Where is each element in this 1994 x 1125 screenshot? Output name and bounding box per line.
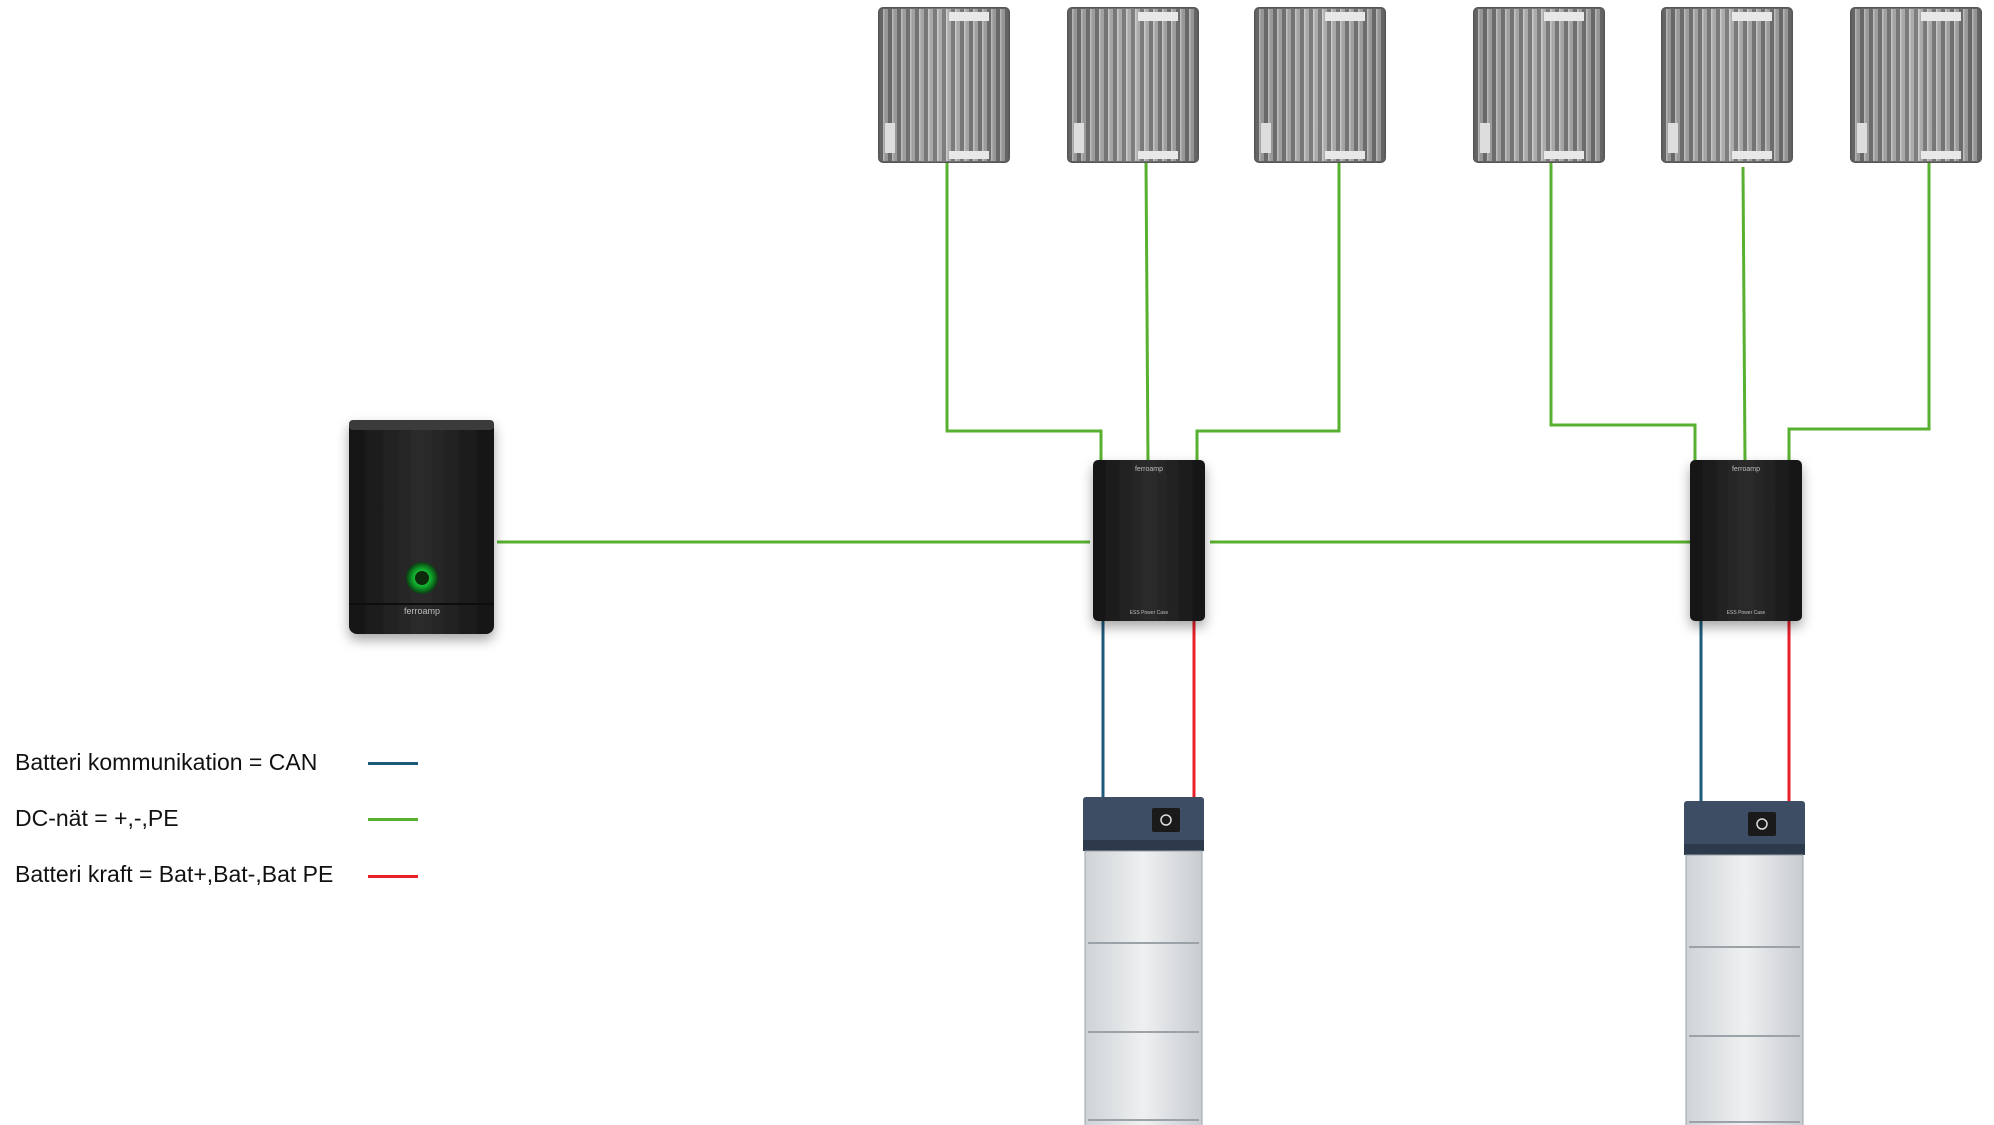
dc-wire-opt-2 <box>1146 160 1148 462</box>
battery-stack-left <box>1083 797 1204 1125</box>
optimizer-6 <box>1851 8 1981 162</box>
optimizer-5 <box>1662 8 1792 162</box>
optimizer-3 <box>1255 8 1385 162</box>
dc-wire-opt-1 <box>947 162 1101 462</box>
optimizer-row <box>879 8 1981 162</box>
dc-wire-opt-4 <box>1551 162 1695 462</box>
optimizer-1 <box>879 8 1009 162</box>
power-case-right-label: ESS Power Case <box>1727 610 1766 616</box>
legend-swatch-dc <box>368 818 418 821</box>
dc-wire-opt-6 <box>1789 162 1929 462</box>
energy-hub: ferroamp <box>349 420 494 634</box>
legend-label-dc: DC-nät = +,-,PE <box>15 805 179 832</box>
battery-wires <box>1103 621 1789 808</box>
dc-wire-opt-3 <box>1197 162 1339 462</box>
optimizer-2 <box>1068 8 1198 162</box>
energy-hub-brand: ferroamp <box>404 606 440 616</box>
legend-swatch-power <box>368 875 418 878</box>
legend-label-power: Batteri kraft = Bat+,Bat-,Bat PE <box>15 861 333 888</box>
power-case-right-brand: ferroamp <box>1732 466 1760 473</box>
battery-stack-right <box>1684 801 1805 1125</box>
optimizer-4 <box>1474 8 1604 162</box>
power-case-left: ferroamp ESS Power Case <box>1093 460 1205 621</box>
power-case-right: ferroamp ESS Power Case <box>1690 460 1802 621</box>
power-case-left-brand: ferroamp <box>1135 466 1163 473</box>
legend-label-can: Batteri kommunikation = CAN <box>15 749 317 776</box>
dc-wire-opt-5 <box>1743 167 1745 462</box>
power-case-left-label: ESS Power Case <box>1130 610 1169 616</box>
legend-swatch-can <box>368 762 418 765</box>
